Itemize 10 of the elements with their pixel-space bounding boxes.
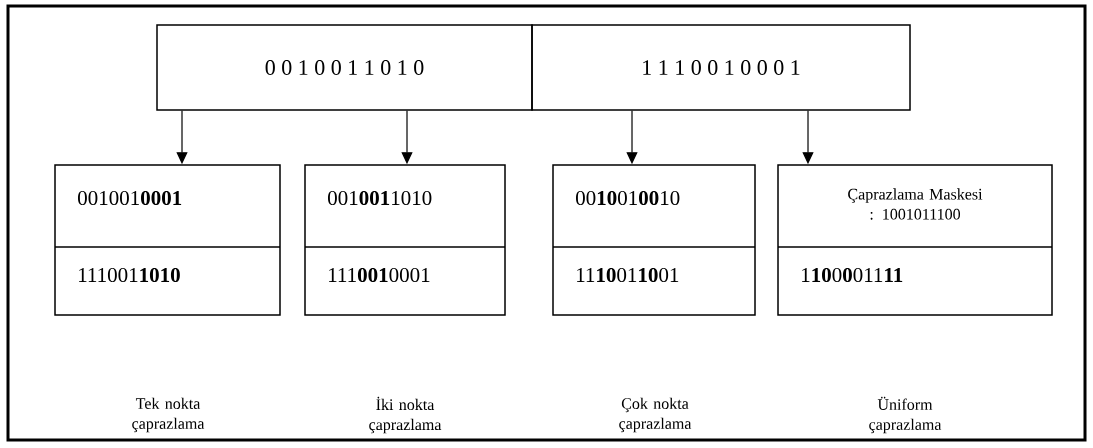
crossover-box: 0010011010 1110010001 <box>304 164 506 316</box>
caption: Üniform çaprazlama <box>869 396 942 434</box>
caption: Tek nokta çaprazlama <box>132 397 205 433</box>
caption: Çok nokta çaprazlama <box>619 397 692 433</box>
caption: İki nokta çaprazlama <box>369 396 442 434</box>
crossover-box: Çaprazlama Maskesi : 1001011100 1100001111 <box>777 164 1053 316</box>
crossover-box: 0010010010 1110011001 <box>552 164 756 316</box>
crossover-box: 0010010001 1110011010 <box>54 164 281 316</box>
chromosome-box: 1 1 1 0 0 1 0 0 0 1 <box>531 24 911 111</box>
chromosome-box: 0 0 1 0 0 1 1 0 1 0 <box>156 24 533 111</box>
